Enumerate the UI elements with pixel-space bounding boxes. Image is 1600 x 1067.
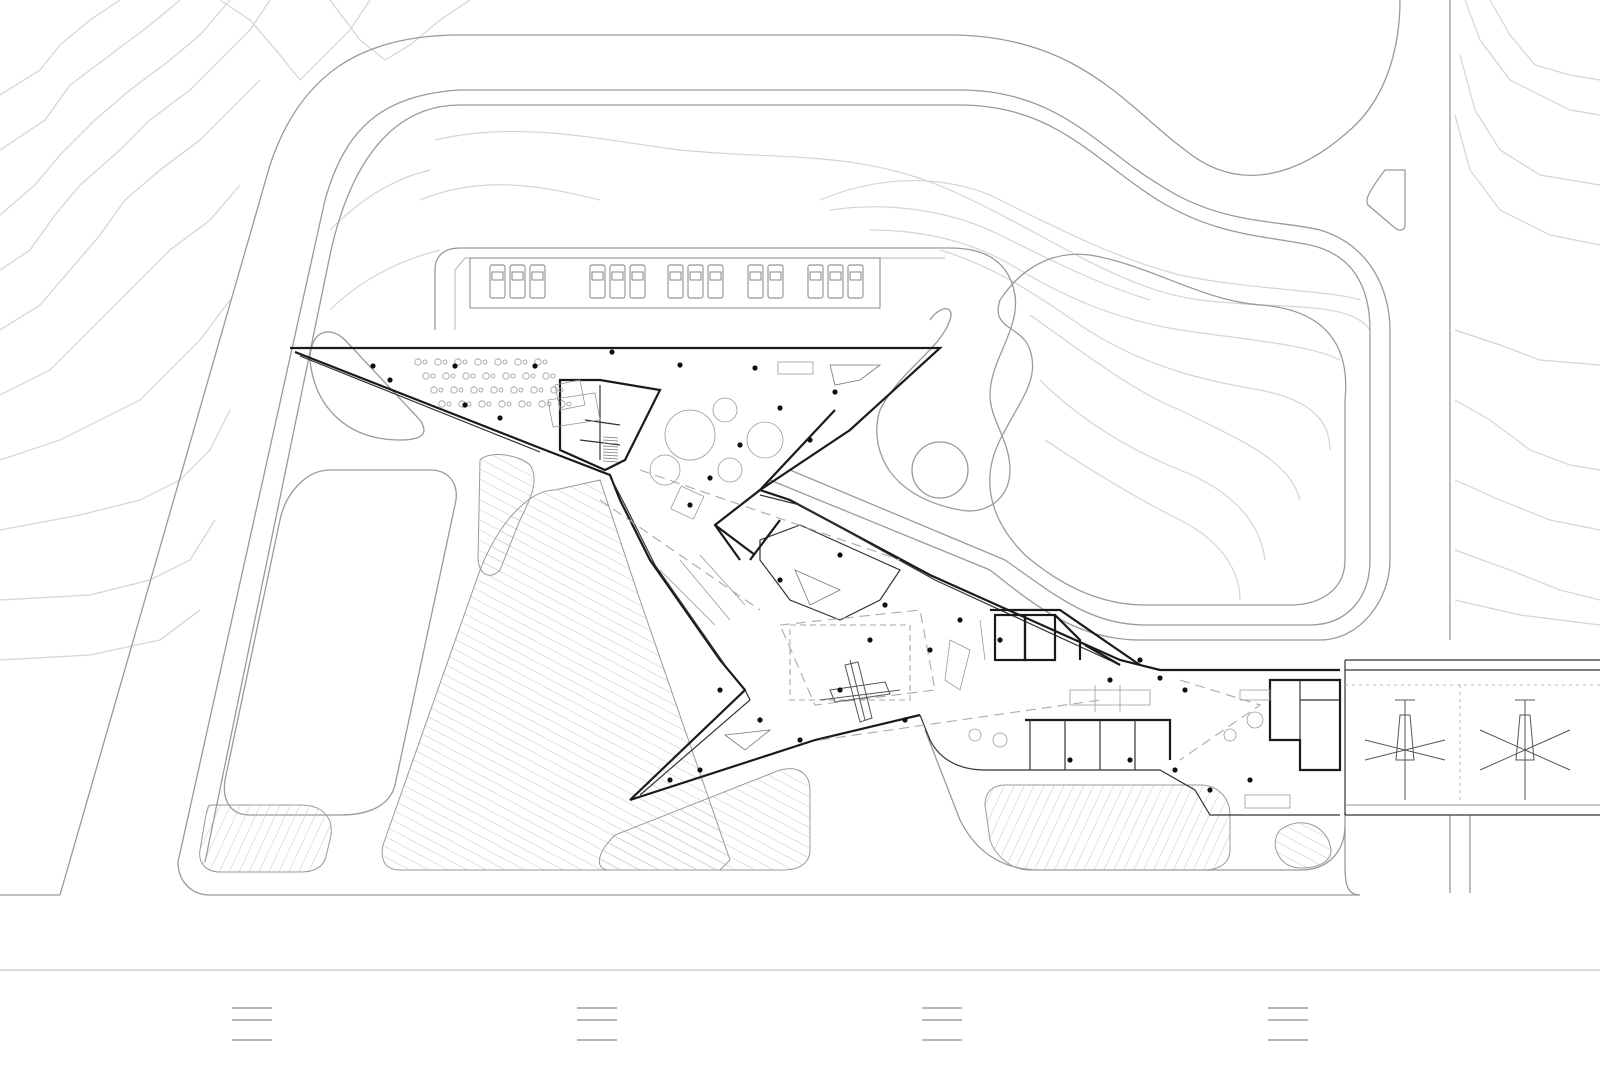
parking-area bbox=[469, 257, 881, 309]
display-aircraft bbox=[819, 659, 901, 723]
structural-columns bbox=[370, 349, 1253, 793]
building-plan bbox=[290, 346, 1600, 816]
helicopter-1 bbox=[1364, 699, 1446, 800]
topography-contours bbox=[0, 0, 1600, 661]
helicopter-2 bbox=[1479, 699, 1571, 800]
bottom-scale-marks bbox=[232, 1007, 1308, 1041]
landscape-lawns bbox=[199, 454, 1332, 873]
